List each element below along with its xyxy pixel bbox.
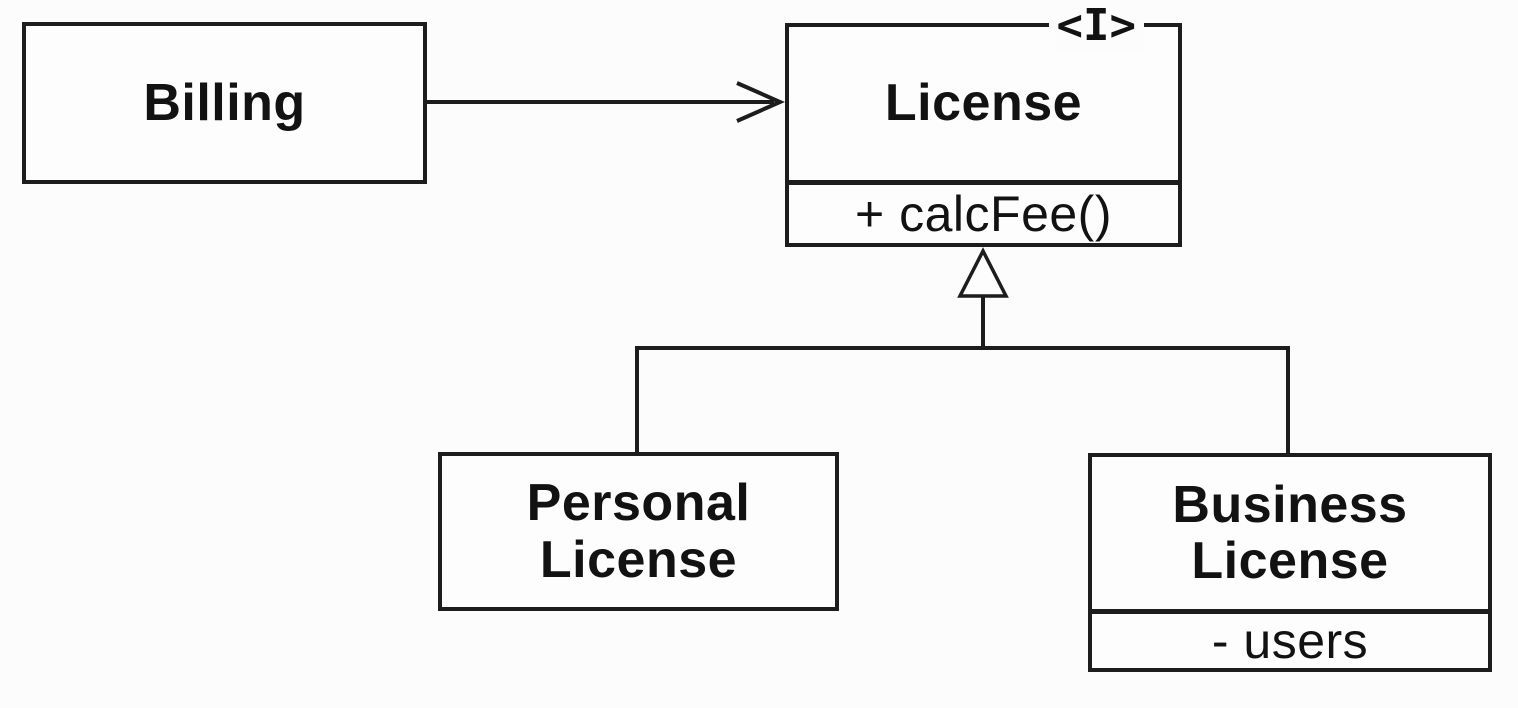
class-box-billing: Billing [22, 22, 427, 184]
interface-stereotype-marker: <I> [1048, 1, 1144, 51]
class-name-license: License [884, 74, 1083, 133]
class-name-compartment-license: License [789, 27, 1178, 180]
class-name-compartment-personal-license: Personal License [442, 456, 835, 607]
generalization-hollow-triangle-icon [957, 247, 1009, 298]
class-name-business-line1: Business [1172, 475, 1408, 534]
class-name-compartment-business-license: Business License [1092, 457, 1488, 609]
association-open-arrowhead-icon [736, 81, 785, 123]
attribute-users: - users [1211, 613, 1369, 669]
operation-calcfee: + calcFee() [855, 186, 1112, 242]
class-name-personal-line2: License [539, 530, 738, 589]
class-name-compartment-billing: Billing [26, 26, 423, 180]
class-name-personal-line1: Personal [526, 474, 751, 533]
class-name-business-line2: License [1191, 532, 1389, 590]
class-box-license: <I> License + calcFee() [785, 1, 1182, 247]
class-box-business-license: Business License - users [1088, 453, 1492, 672]
attributes-compartment-business-license: - users [1092, 609, 1488, 669]
class-box-personal-license: Personal License [438, 452, 839, 611]
class-name-billing: Billing [143, 73, 306, 132]
operations-compartment-license: + calcFee() [789, 180, 1178, 243]
